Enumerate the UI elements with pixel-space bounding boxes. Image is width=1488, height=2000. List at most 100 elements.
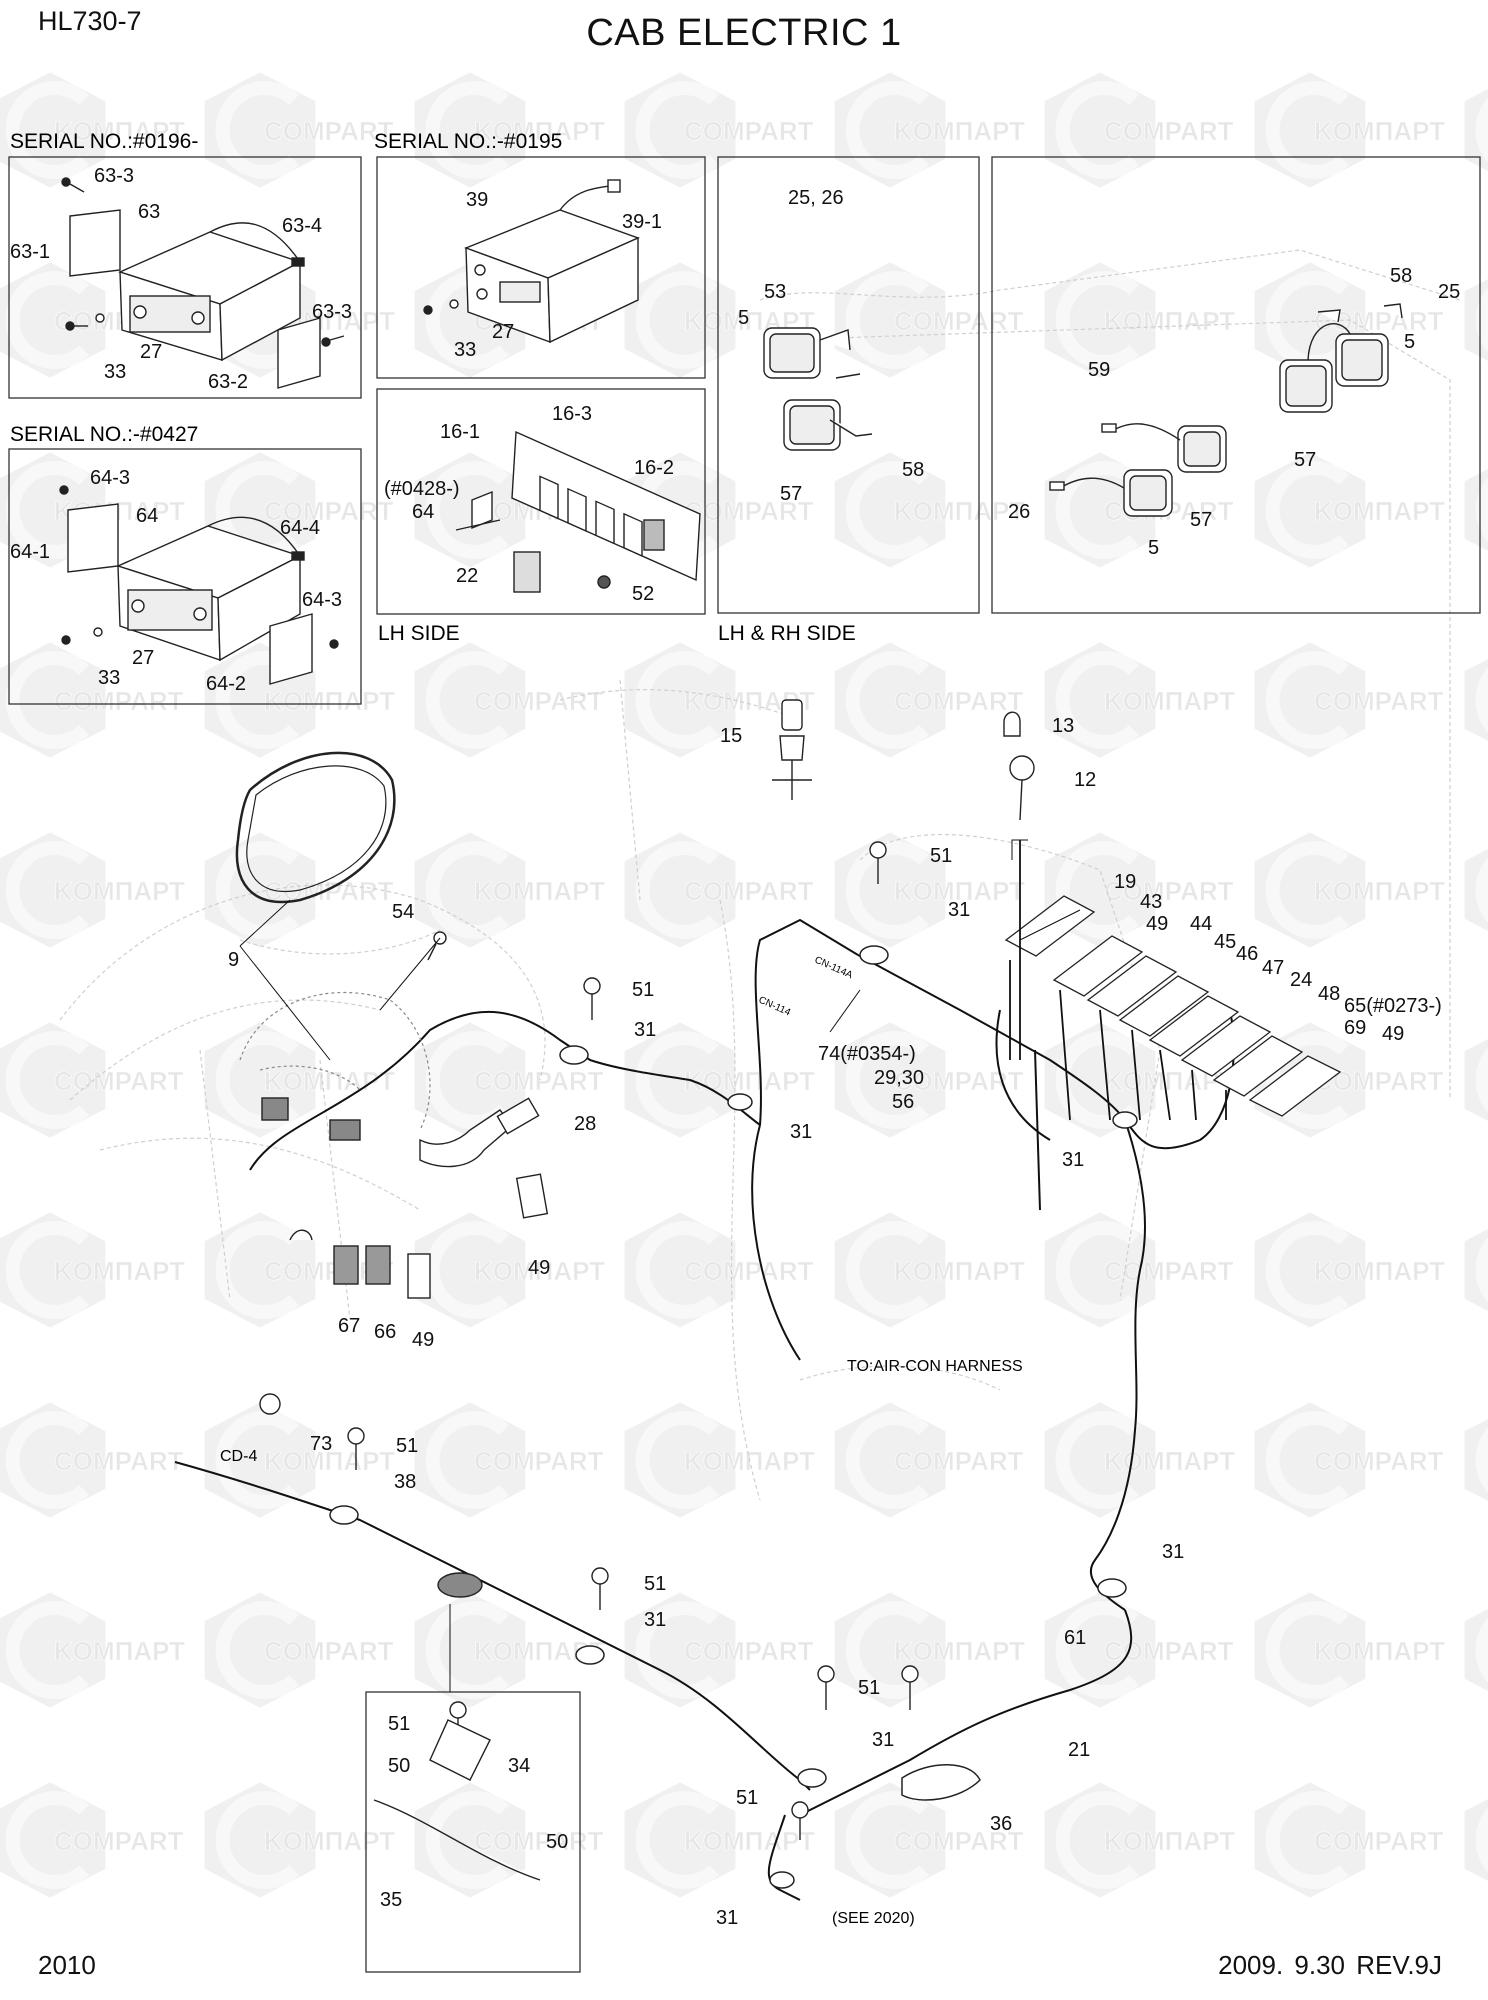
callout: 31 (790, 1121, 812, 1143)
watermark-word: KOMПАРТ (1104, 1826, 1235, 1856)
callout: 28 (574, 1113, 596, 1135)
watermark-word: COMPART (264, 496, 394, 526)
watermark-c-mark (1475, 97, 1488, 163)
callout: 51 (858, 1677, 880, 1699)
watermark-c-mark (215, 1601, 299, 1699)
watermark-c-mark (845, 841, 929, 939)
watermark-word: KOMПАРТ (1314, 496, 1445, 526)
revision-date: 2009. 9.30 REV.9J (1218, 1950, 1442, 1980)
callout: 51 (396, 1435, 418, 1457)
callout: 29,30 (874, 1067, 924, 1089)
watermark-word: KOMПАРТ (54, 1636, 185, 1666)
radio-unit-63 (61, 177, 345, 389)
watermark-word: KOMПАРТ (1314, 876, 1445, 906)
watermark-c-mark (215, 841, 299, 939)
note-cn114: CN-114 (757, 995, 793, 1019)
watermark-word: COMPART (474, 1066, 604, 1096)
callout: 26 (1008, 501, 1030, 523)
watermark-word: COMPART (894, 1066, 1024, 1096)
callout: 63-3 (312, 301, 352, 323)
watermark-word: KOMПАРТ (1104, 1446, 1235, 1476)
panel-lh-rh-2 (991, 156, 1481, 614)
page-title: CAB ELECTRIC 1 (586, 12, 902, 54)
watermark-c-mark (215, 651, 299, 749)
watermark-word: KOMПАРТ (1104, 686, 1235, 716)
watermark-c-mark (635, 1411, 719, 1509)
watermark-c-mark (215, 1221, 299, 1319)
watermark-word: COMPART (1314, 1826, 1444, 1856)
callout: 64 (412, 501, 434, 523)
callout: 33 (104, 361, 126, 383)
callout: 63-3 (94, 165, 134, 187)
watermark-word: COMPART (1314, 686, 1444, 716)
callout: 56 (892, 1091, 914, 1113)
panel-serial-0427 (8, 448, 362, 705)
callout: 69 (1344, 1017, 1366, 1039)
detail-inset-box (365, 1691, 581, 1973)
callout: 43 (1140, 891, 1162, 913)
model-code: HL730-7 (38, 6, 142, 36)
callout: 31 (634, 1019, 656, 1041)
watermark-word: COMPART (1104, 1256, 1234, 1286)
watermark-c-mark (1475, 477, 1488, 543)
watermark-c-mark (5, 81, 89, 179)
callout: (#0428-) (384, 478, 460, 500)
watermark-word: KOMПАРТ (264, 1826, 395, 1856)
callout: 31 (948, 899, 970, 921)
watermark-c-mark (5, 461, 89, 559)
callout: 31 (872, 1729, 894, 1751)
watermark-word: COMPART (894, 686, 1024, 716)
callout: 16-1 (440, 421, 480, 443)
dash-switches (261, 1097, 549, 1299)
panel-label-serial-0196: SERIAL NO.:#0196- (10, 130, 198, 153)
callout: 67 (338, 1315, 360, 1337)
watermark-c-mark (5, 271, 89, 369)
note-to-aircon: TO:AIR-CON HARNESS (847, 1358, 1023, 1375)
callout: 58 (1390, 265, 1412, 287)
watermark-c-mark (425, 461, 509, 559)
watermark-c-mark (635, 1791, 719, 1889)
panel-lh-rh-1 (717, 156, 980, 614)
watermark-word: KOMПАРТ (894, 116, 1025, 146)
watermark-c-mark (5, 651, 89, 749)
watermark-c-mark (1265, 1411, 1349, 1509)
watermark-word: KOMПАРТ (1314, 1256, 1445, 1286)
watermark-c-mark (1475, 1617, 1488, 1683)
watermark-c-mark (845, 1601, 929, 1699)
callout: 33 (454, 339, 476, 361)
callout: 63 (138, 201, 160, 223)
watermark-word: KOMПАРТ (264, 1066, 395, 1096)
watermark-word: KOMПАРТ (684, 1826, 815, 1856)
callout: 38 (394, 1471, 416, 1493)
callout: 50 (546, 1831, 568, 1853)
watermark-c-mark (5, 1791, 89, 1889)
watermark-c-mark (425, 1411, 509, 1509)
watermark-c-mark (215, 1791, 299, 1889)
callout: 53 (764, 281, 786, 303)
radio-unit-64 (59, 485, 339, 685)
watermark-c-mark (215, 1031, 299, 1129)
callout: 64 (136, 505, 158, 527)
callout: 39 (466, 189, 488, 211)
watermark-c-mark (845, 271, 929, 369)
watermark-c-mark (425, 651, 509, 749)
callout: 64-3 (302, 589, 342, 611)
background-ghost-lines (59, 249, 1461, 1501)
watermark-word: COMPART (684, 876, 814, 906)
misc-parts (259, 699, 1035, 1881)
watermark-word: KOMПАРТ (474, 876, 605, 906)
leader-lines (239, 839, 1081, 1692)
callout: 27 (492, 321, 514, 343)
watermark-c-mark (1055, 1411, 1139, 1509)
watermark-c-mark (5, 1411, 89, 1509)
watermark-c-mark (845, 1411, 929, 1509)
callout: 27 (132, 647, 154, 669)
callout: 52 (632, 583, 654, 605)
watermark-word: COMPART (684, 1256, 814, 1286)
watermark-word: COMPART (894, 1446, 1024, 1476)
callout: 65(#0273-) (1344, 995, 1442, 1017)
watermark-word: COMPART (264, 116, 394, 146)
watermark-word: KOMПАРТ (474, 116, 605, 146)
watermark-c-mark (1055, 81, 1139, 179)
